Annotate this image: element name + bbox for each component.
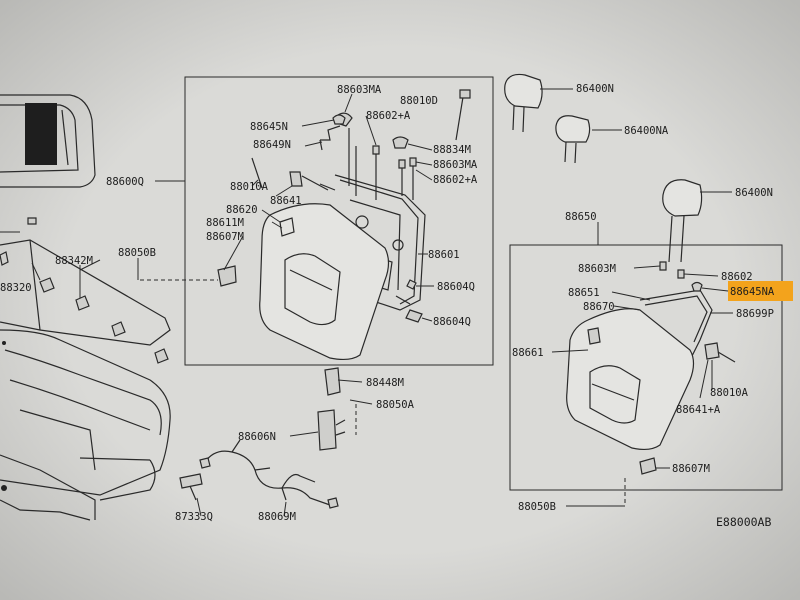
label-88661: 88661: [512, 347, 544, 359]
leader-lines: [79, 88, 733, 517]
label-88606N: 88606N: [238, 431, 276, 443]
label-88604Q-b: 88604Q: [433, 316, 471, 328]
label-86400NA-top: 86400NA: [624, 125, 669, 137]
label-88010A-right: 88010A: [710, 387, 749, 399]
label-88448M: 88448M: [366, 377, 404, 389]
label-88320: 88320: [0, 282, 32, 294]
label-88603MA-mid: 88603MA: [433, 159, 478, 171]
lower-parts: [179, 367, 346, 509]
label-88050B-right: 88050B: [518, 501, 556, 513]
right-seatback-assembly: [566, 261, 736, 475]
label-88050A: 88050A: [376, 399, 415, 411]
label-88603M: 88603M: [578, 263, 616, 275]
label-88650: 88650: [565, 211, 597, 223]
label-88645NA: 88645NA: [730, 286, 775, 298]
highlight-88645NA: [728, 281, 793, 301]
center-seatback-assembly: [217, 89, 471, 361]
vehicle-icon: [0, 94, 96, 188]
headrest-86400NA-top: [555, 115, 591, 164]
headrest-86400N-top: [504, 73, 543, 133]
frame-center: [184, 76, 494, 366]
frame-right: [509, 244, 783, 491]
label-88611M: 88611M: [206, 217, 244, 229]
label-88010D: 88010D: [400, 95, 438, 107]
label-88699P: 88699P: [736, 308, 774, 320]
label-88641A: 88641+A: [676, 404, 721, 416]
label-88651: 88651: [568, 287, 600, 299]
label-88069M: 88069M: [258, 511, 296, 523]
label-87333Q: 87333Q: [175, 511, 213, 523]
label-88670: 88670: [583, 301, 615, 313]
rear-bench-seat: [0, 217, 171, 521]
label-88050B-left: 88050B: [118, 247, 156, 259]
part-labels: 88603MA 88010D 88645N 88602+A 88649N 888…: [0, 83, 775, 529]
headrest-86400N-right: [662, 179, 703, 263]
label-88645N: 88645N: [250, 121, 288, 133]
label-88607M-left: 88607M: [206, 231, 244, 243]
label-88649N: 88649N: [253, 139, 291, 151]
diagram-code: E88000AB: [716, 515, 771, 529]
label-88641: 88641: [270, 195, 302, 207]
label-88602: 88602: [721, 271, 753, 283]
label-88620: 88620: [226, 204, 258, 216]
label-88834M: 88834M: [433, 144, 471, 156]
label-88603MA-top: 88603MA: [337, 84, 382, 96]
label-88342M: 88342M: [55, 255, 93, 267]
label-88601: 88601: [428, 249, 460, 261]
label-88602A-top: 88602+A: [366, 110, 411, 122]
label-86400N-right: 86400N: [735, 187, 773, 199]
label-88604Q-a: 88604Q: [437, 281, 475, 293]
label-88600Q: 88600Q: [106, 176, 144, 188]
label-88607M-right: 88607M: [672, 463, 710, 475]
label-88010A-left: 88010A: [230, 181, 269, 193]
label-88602A-mid: 88602+A: [433, 174, 478, 186]
label-86400N-top: 86400N: [576, 83, 614, 95]
